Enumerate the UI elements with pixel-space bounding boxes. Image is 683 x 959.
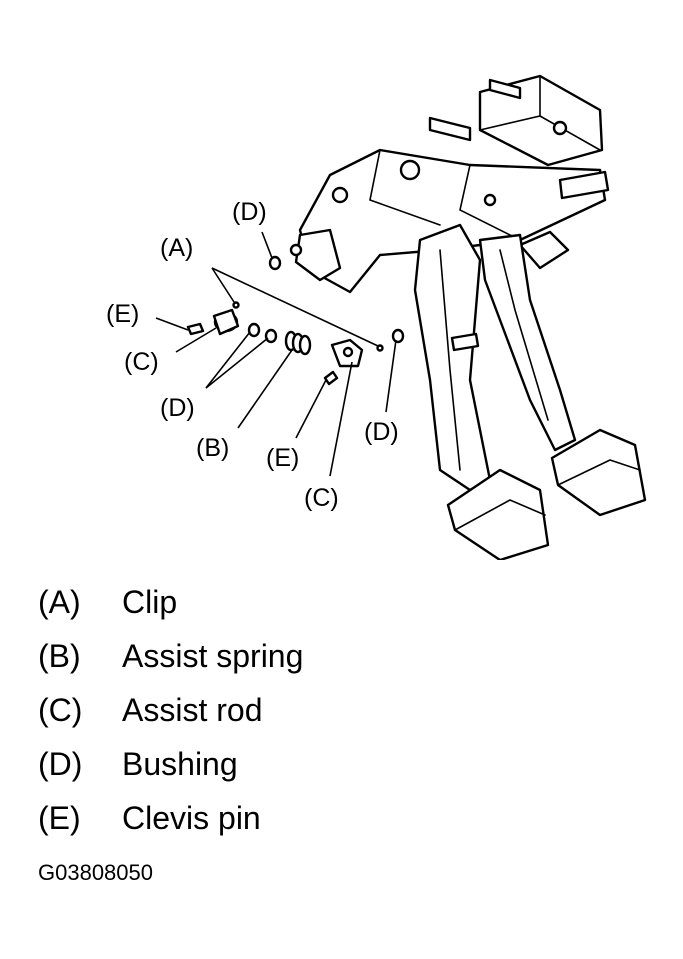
callout-a: (A) [160, 234, 193, 262]
legend-code: (A) [38, 584, 81, 620]
legend-code: (D) [38, 746, 83, 782]
callout-e-right: (E) [266, 444, 299, 472]
callout-c-right: (C) [304, 484, 339, 512]
legend-code: (B) [38, 638, 81, 674]
clevis-pin-right [323, 370, 339, 386]
legend-code: (E) [38, 800, 81, 836]
legend-text: Assist spring [122, 638, 304, 674]
bushing-top [268, 255, 282, 271]
callout-c-left: (C) [124, 348, 159, 376]
clip-part-left [232, 301, 240, 309]
legend-text: Bushing [122, 746, 238, 782]
assist-parts [186, 255, 405, 386]
legend-text: Clip [122, 584, 178, 620]
leader-lines [155, 231, 397, 477]
callout-labels: (A) (D) (E) (C) (D) (B) (E) (C) (D) [106, 198, 399, 512]
clutch-pedal [413, 223, 550, 560]
figure-id: G03808050 [38, 860, 153, 885]
assist-spring-part [284, 330, 312, 356]
pedal-assembly-diagram: (A) (D) (E) (C) (D) (B) (E) (C) (D) [106, 74, 647, 560]
clip-part-right [376, 344, 384, 352]
brake-pedal [478, 233, 647, 517]
bushing-right [391, 328, 405, 344]
callout-e-left: (E) [106, 300, 139, 328]
legend-code: (C) [38, 692, 83, 728]
bushing-left-2 [264, 328, 278, 344]
clevis-pin-left [186, 322, 205, 336]
callout-d-top: (D) [232, 198, 267, 226]
callout-d-right: (D) [364, 418, 399, 446]
bushing-left-1 [247, 322, 261, 338]
legend-text: Clevis pin [122, 800, 261, 836]
legend-text: Assist rod [122, 692, 263, 728]
callout-d-left: (D) [160, 394, 195, 422]
callout-b: (B) [196, 434, 229, 462]
